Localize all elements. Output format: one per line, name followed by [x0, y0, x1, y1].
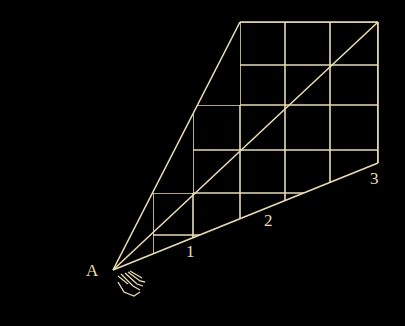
- hand-symbol: [118, 271, 145, 296]
- callout-number: 3: [370, 170, 379, 187]
- upper-ray: [113, 22, 240, 270]
- right-edge: [377, 22, 379, 163]
- lower-ray: [113, 163, 378, 270]
- callout-number: 2: [264, 212, 273, 229]
- diagonal-ray: [113, 22, 378, 270]
- callout-number: 1: [186, 243, 195, 260]
- point-label: A: [86, 262, 98, 279]
- top-edge: [240, 21, 378, 23]
